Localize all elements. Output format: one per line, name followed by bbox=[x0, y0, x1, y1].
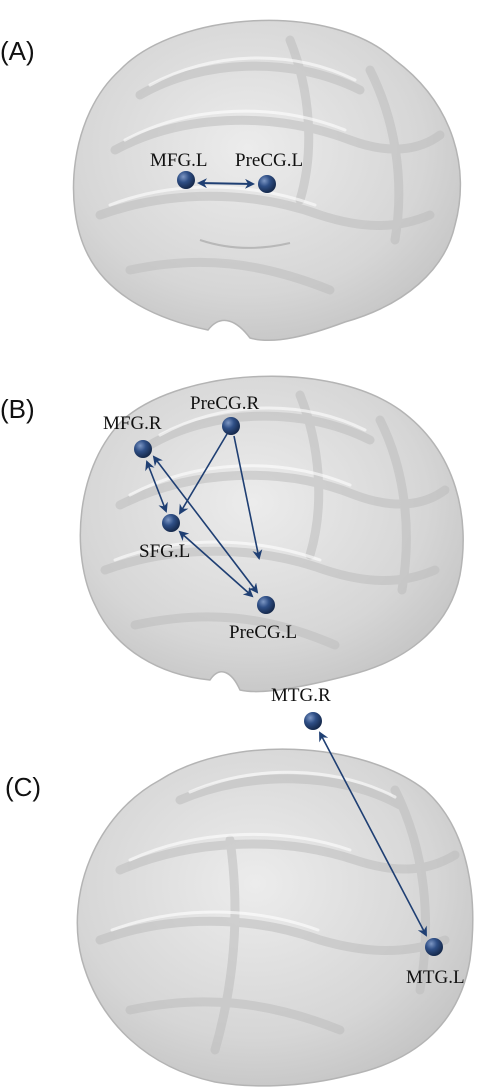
edge-b-precg-r-sfg-l bbox=[178, 433, 228, 515]
node-mtg-r bbox=[304, 712, 322, 730]
label-mfg-l: MFG.L bbox=[150, 150, 208, 171]
label-precg-l: PreCG.L bbox=[235, 150, 303, 171]
edge-b-sfg-l-precg-l bbox=[178, 530, 254, 598]
panel-b-label: (B) bbox=[0, 394, 35, 424]
node-mfg-r bbox=[134, 440, 152, 458]
label-mtg-r: MTG.R bbox=[271, 685, 331, 706]
node-precg-l-b bbox=[257, 596, 275, 614]
edge-b-precg-r-precg-l bbox=[233, 435, 263, 560]
label-precg-r: PreCG.R bbox=[190, 393, 259, 414]
edge-c-mtg-r-mtg-l bbox=[319, 731, 427, 937]
node-sfg-l bbox=[162, 514, 180, 532]
node-precg-l bbox=[258, 175, 276, 193]
node-mfg-l bbox=[177, 171, 195, 189]
panel-a-label: (A) bbox=[0, 36, 35, 66]
label-mtg-l: MTG.L bbox=[406, 967, 465, 988]
label-precg-l-b: PreCG.L bbox=[229, 622, 297, 643]
node-precg-r bbox=[222, 417, 240, 435]
edge-a-mfg-l-precg-l bbox=[197, 178, 255, 189]
panel-c: (C) MTG.R MTG.L bbox=[5, 685, 474, 1087]
panel-b: (B) MFG.R bbox=[0, 375, 464, 693]
node-mtg-l bbox=[425, 938, 443, 956]
panel-a: (A) MFG.L PreCG.L bbox=[0, 19, 462, 342]
label-sfg-l: SFG.L bbox=[139, 541, 190, 562]
brain-outline-c bbox=[76, 748, 474, 1087]
panel-c-label: (C) bbox=[5, 772, 41, 802]
label-mfg-r: MFG.R bbox=[103, 413, 162, 434]
